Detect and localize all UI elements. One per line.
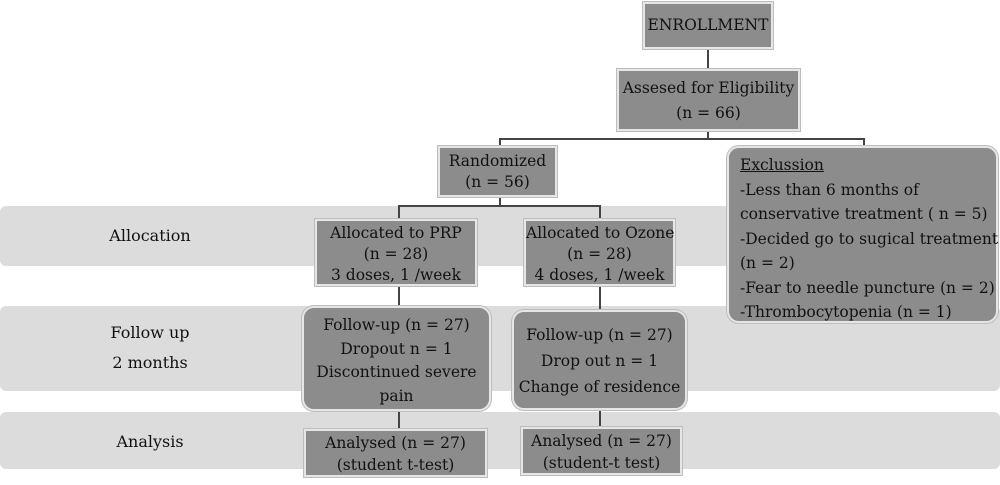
stage-label-analysis: Analysis <box>116 432 184 451</box>
stage-label-followup-line2: 2 months <box>112 353 188 372</box>
connector-ozone-followup <box>599 285 601 310</box>
connector-rand-down <box>499 196 501 206</box>
ozone-allocated-count: (n = 28) <box>567 245 632 263</box>
connector-split-horizontal <box>499 138 865 140</box>
ozone-allocated-title: Allocated to Ozone <box>526 224 675 242</box>
enrollment-label: ENROLLMENT <box>647 16 769 34</box>
exclusion-title: Exclussion <box>740 156 824 174</box>
exclusion-item: -Thrombocytopenia (n = 1) <box>740 303 952 321</box>
prp-allocated-dose: 3 doses, 1 /week <box>331 266 461 284</box>
exclusion-item: -Decided go to sugical treatment <box>740 229 999 248</box>
eligibility-count: (n = 66) <box>676 104 741 122</box>
stage-label-allocation: Allocation <box>109 226 191 245</box>
stage-label-followup-line1: Follow up <box>110 323 190 342</box>
prp-allocated-title: Allocated to PRP <box>330 224 462 242</box>
analysis-band <box>0 412 1000 469</box>
connector-ozone-analysis <box>599 409 601 428</box>
prp-allocated-box: Allocated to PRP (n = 28) 3 doses, 1 /we… <box>315 219 477 286</box>
ozone-analysed-test: (student-t test) <box>542 454 661 472</box>
exclusion-item: (n = 2) <box>740 254 795 272</box>
connector-enroll-elig <box>707 48 709 70</box>
exclusion-item: conservative treatment ( n = 5) <box>740 205 988 223</box>
prp-analysed-box: Analysed (n = 27) (student t-test) <box>304 429 487 477</box>
randomized-title: Randomized <box>448 152 547 170</box>
prp-followup-box: Follow-up (n = 27) Dropout n = 1 Discont… <box>302 306 491 411</box>
enrollment-box: ENROLLMENT <box>643 2 773 49</box>
prp-analysed-test: (student t-test) <box>336 456 455 474</box>
ozone-analysed-count: Analysed (n = 27) <box>531 432 672 450</box>
connector-to-randomized <box>499 138 501 147</box>
prp-followup-reason-cont: pain <box>379 386 414 405</box>
ozone-analysed-box: Analysed (n = 27) (student-t test) <box>521 427 682 475</box>
prp-followup-count: Follow-up (n = 27) <box>323 316 470 334</box>
eligibility-title: Assesed for Eligibility <box>622 79 795 97</box>
stage-label-followup: Follow up 2 months <box>95 318 205 378</box>
exclusion-item: -Fear to needle puncture (n = 2) <box>740 278 995 297</box>
prp-followup-dropout: Dropout n = 1 <box>340 339 453 358</box>
ozone-followup-reason: Change of residence <box>518 378 681 396</box>
ozone-followup-dropout: Drop out n = 1 <box>540 352 659 370</box>
connector-to-ozone <box>599 205 601 220</box>
ozone-followup-count: Follow-up (n = 27) <box>526 326 673 344</box>
prp-followup-reason: Discontinued severe <box>316 363 477 381</box>
connector-to-exclusion <box>863 138 865 147</box>
connector-alloc-horizontal <box>398 205 601 207</box>
connector-to-prp <box>398 205 400 220</box>
randomized-box: Randomized (n = 56) <box>438 146 557 197</box>
prp-allocated-count: (n = 28) <box>363 245 429 263</box>
prp-analysed-count: Analysed (n = 27) <box>325 434 466 452</box>
eligibility-box: Assesed for Eligibility (n = 66) <box>617 69 800 131</box>
randomized-count: (n = 56) <box>465 173 530 191</box>
exclusion-box: Exclussion -Less than 6 months of conser… <box>727 146 998 323</box>
ozone-followup-box: Follow-up (n = 27) Drop out n = 1 Change… <box>512 310 687 410</box>
connector-elig-down <box>707 130 709 139</box>
connector-prp-followup <box>398 285 400 307</box>
ozone-allocated-dose: 4 doses, 1 /week <box>534 266 665 284</box>
ozone-allocated-box: Allocated to Ozone (n = 28) 4 doses, 1 /… <box>524 219 675 286</box>
connector-prp-analysis <box>398 410 400 430</box>
exclusion-item: -Less than 6 months of <box>740 180 919 199</box>
